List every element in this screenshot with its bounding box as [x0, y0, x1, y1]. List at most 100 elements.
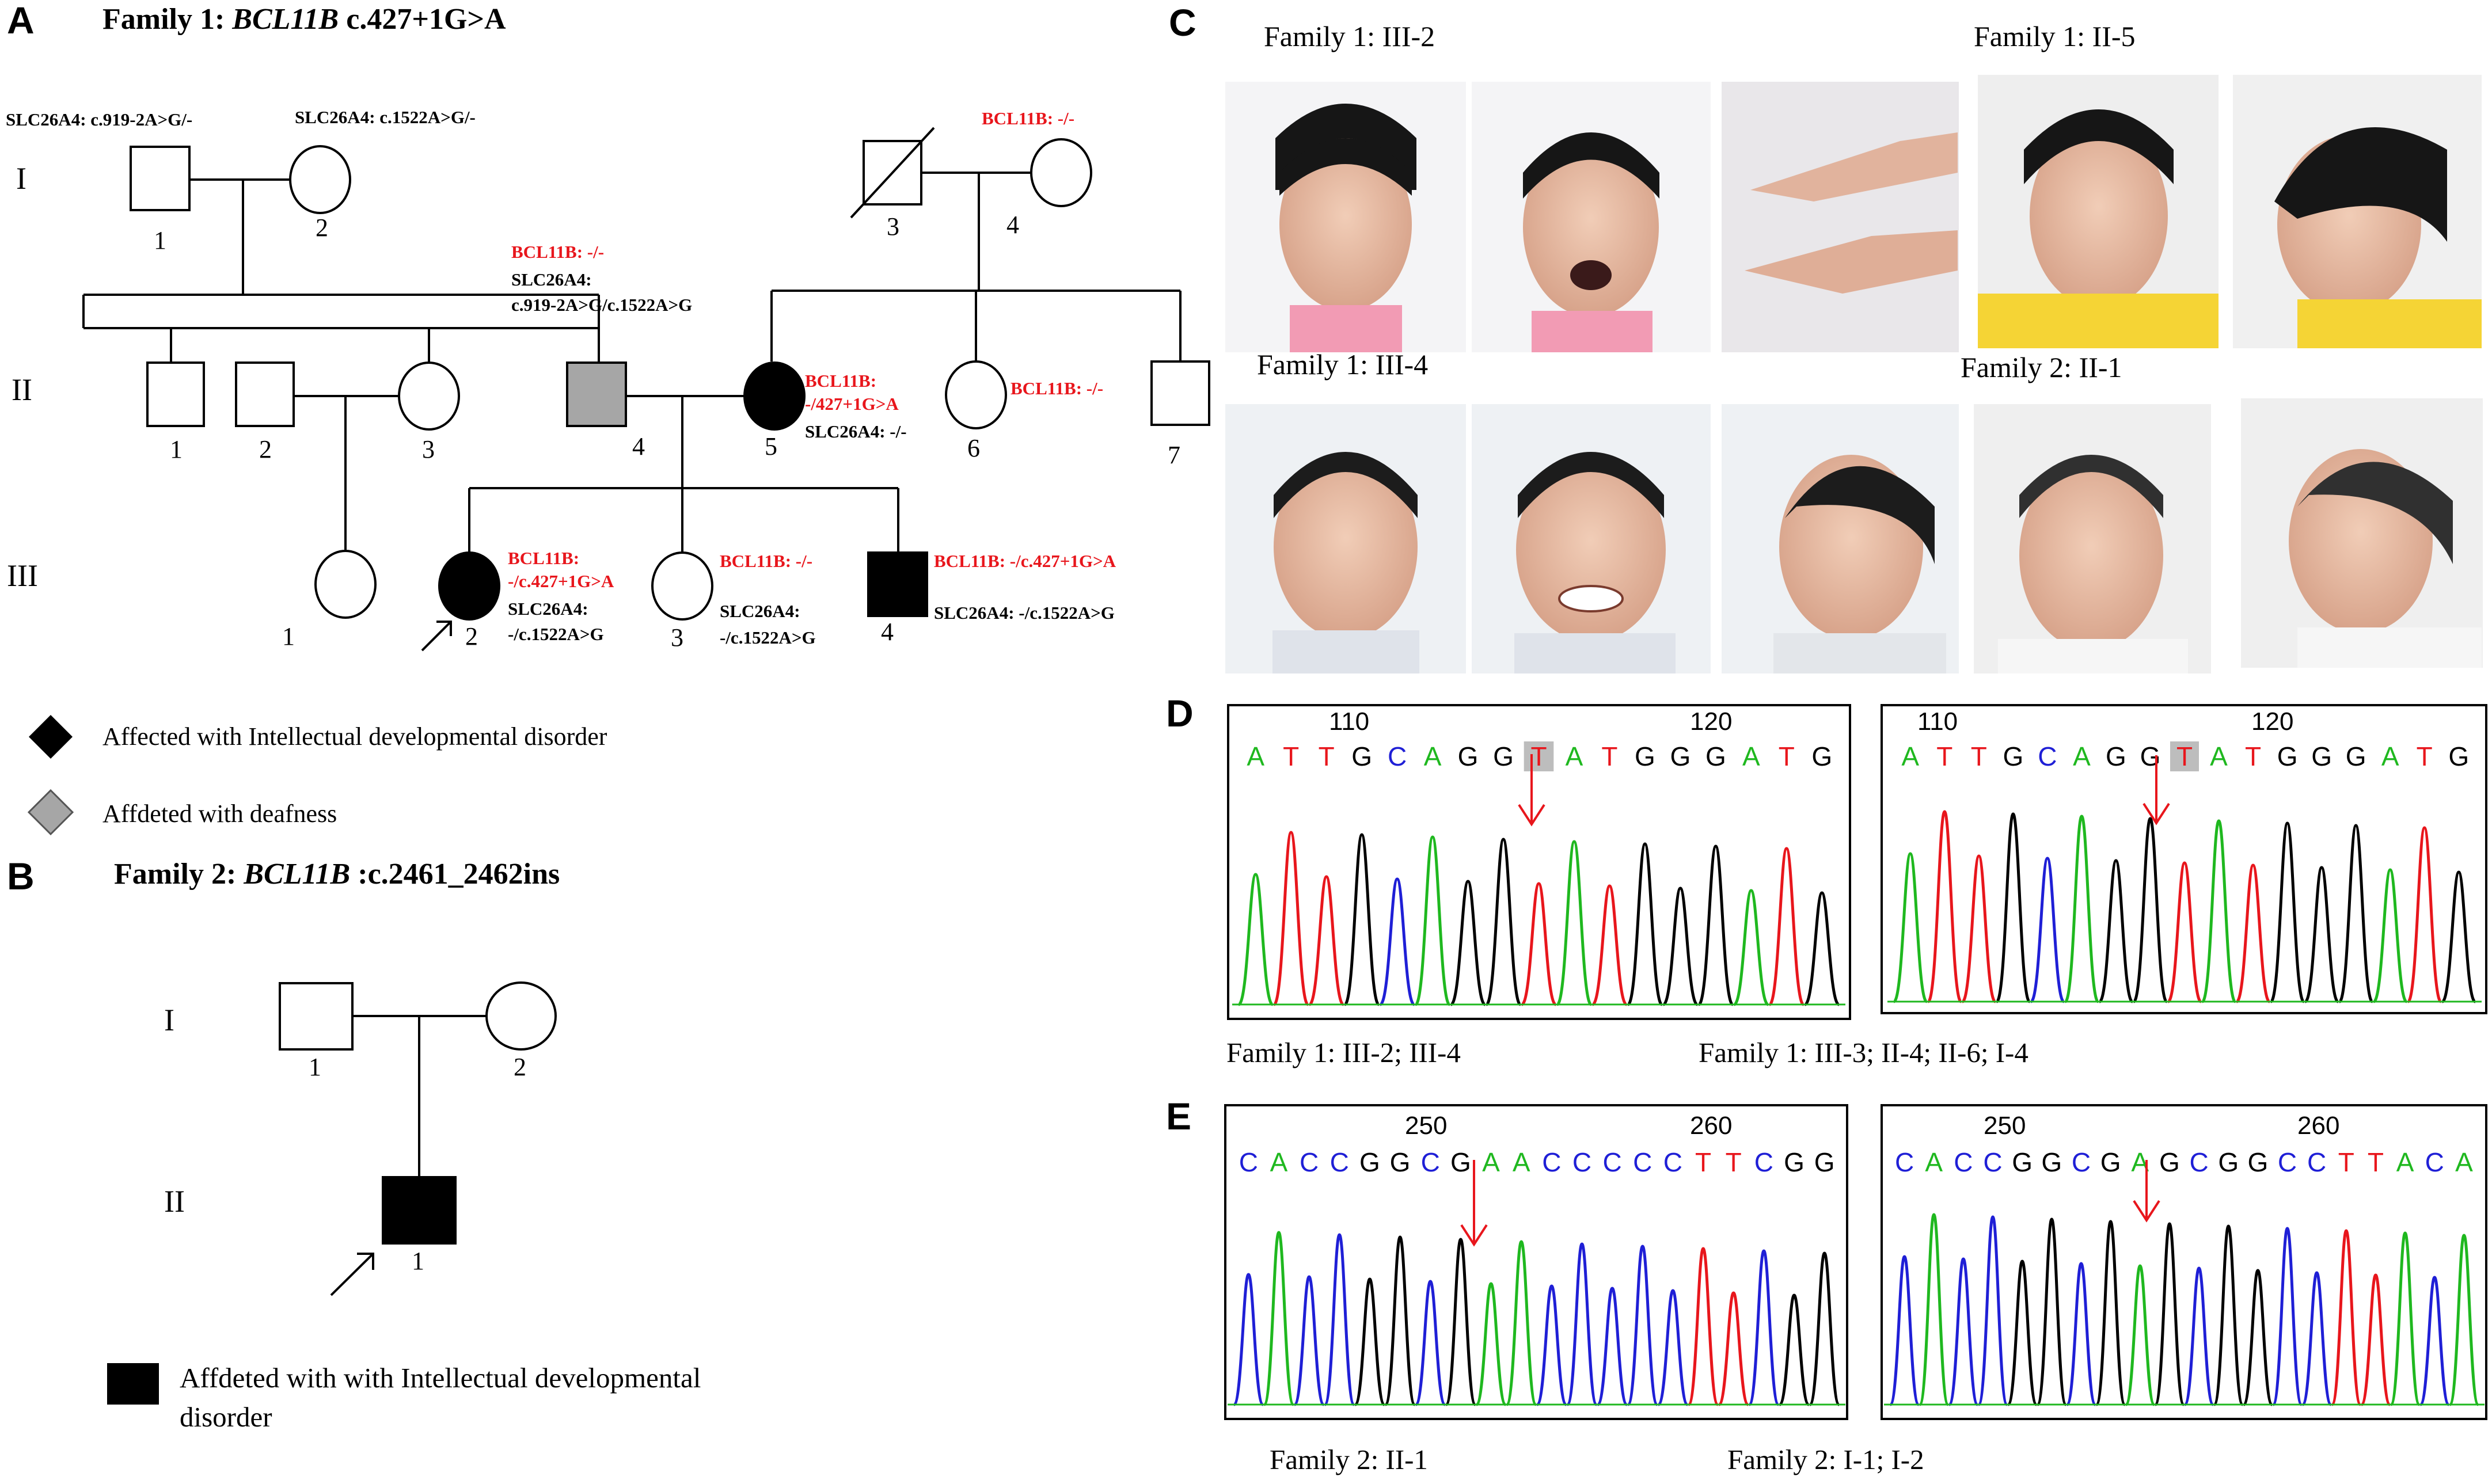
trace-peak [2330, 1229, 2362, 1406]
f1-I-2-female [289, 145, 351, 214]
trace-peak [2271, 1227, 2303, 1406]
trace-peak [1961, 854, 1997, 1003]
f2-legend-text-1: Affdeted with with Intellectual developm… [180, 1362, 701, 1394]
f1-III-2-bcl-value: -/c.427+1G>A [508, 571, 614, 591]
trace-peak [1697, 844, 1734, 1006]
base-letter: T [1530, 741, 1547, 771]
d-right-caption: Family 1: III-3; II-4; II-6; I-4 [1699, 1037, 2028, 1068]
base-letter: A [1270, 1147, 1288, 1177]
f1-II-7-number: 7 [1168, 441, 1180, 469]
f1-II-6-bcl: BCL11B: -/- [1011, 378, 1103, 398]
f1-III-3-bcl: BCL11B: -/- [720, 551, 812, 571]
proband-arrow [421, 621, 452, 652]
f1-III-2-slc-label: SLC26A4: [508, 599, 588, 619]
base-letter: T [2417, 741, 2433, 771]
trace-peak [2036, 1217, 2068, 1406]
trace-peak [1449, 880, 1487, 1006]
trace-peak [1977, 1215, 2009, 1406]
base-letter: G [2106, 741, 2126, 771]
f1-II-4-slc-value: c.919-2A>G/c.1522A>G [511, 295, 692, 315]
f1-II-6-female [945, 360, 1007, 429]
trace-peak [1354, 1277, 1386, 1406]
base-letter: C [2038, 741, 2057, 771]
base-letter: C [1895, 1147, 1914, 1177]
base-letter: A [1566, 741, 1583, 771]
base-letter: A [2210, 741, 2228, 771]
d-left-trace [1232, 831, 1845, 1006]
trace-peak [1889, 1255, 1920, 1406]
base-letter: T [1695, 1147, 1711, 1177]
family1-title: Family 1: BCL11B c.427+1G>A [102, 3, 506, 36]
trace-peak [1657, 1289, 1689, 1406]
trace-peak [1947, 1257, 1979, 1406]
base-letter: C [2425, 1147, 2444, 1177]
base-letter: G [2448, 741, 2469, 771]
trace-peak [1687, 1247, 1719, 1406]
base-letter: A [1247, 741, 1264, 771]
base-letter: G [1784, 1147, 1805, 1177]
photo-f1-III-2-hands [1722, 82, 1959, 352]
trace-peak [2242, 1269, 2274, 1406]
trace-peak [2419, 1276, 2451, 1406]
base-letter: A [1901, 741, 1919, 771]
f1-II-5-female-affected [743, 362, 806, 431]
trace-peak [2124, 1264, 2156, 1406]
f1-I-1-male [130, 146, 191, 211]
trace-peak [2235, 863, 2271, 1003]
f1-III-1-number: 1 [282, 622, 295, 650]
trace-peak [2213, 1224, 2244, 1406]
trace-peak [1927, 810, 1963, 1003]
f2-II-1-number: 1 [412, 1247, 424, 1275]
e-left-pos-260: 260 [1690, 1112, 1732, 1140]
d-left-pos-120: 120 [1690, 707, 1732, 736]
photo-label-f1-II-5: Family 1: II-5 [1974, 20, 2136, 52]
base-letter: G [2277, 741, 2298, 771]
base-letter: T [1936, 741, 1952, 771]
trace-peak [2301, 1271, 2333, 1406]
legend-id-text: Affected with Intellectual developmental… [102, 722, 607, 751]
f1-II-5-bcl-value: -/427+1G>A [805, 394, 899, 414]
f1-II-4-bcl: BCL11B: -/- [511, 242, 604, 262]
f1-III-2-number: 2 [465, 622, 478, 650]
trace-peak [2360, 1273, 2391, 1406]
base-letter: G [1705, 741, 1726, 771]
f2-II-1-male-affected-proband [382, 1176, 457, 1245]
f1-II-1-number: 1 [170, 435, 183, 463]
base-letter: C [1300, 1147, 1319, 1177]
trace-peak [1263, 1231, 1295, 1406]
base-letter: T [1971, 741, 1987, 771]
f1-II-3-number: 3 [422, 435, 435, 463]
f1-II-5-bcl-label: BCL11B: [805, 371, 876, 391]
f2-legend-square [107, 1363, 159, 1405]
base-letter: G [1811, 741, 1832, 771]
base-letter: C [1663, 1147, 1682, 1177]
f1-I-4-bcl: BCL11B: -/- [982, 108, 1074, 128]
trace-peak [1733, 889, 1770, 1006]
base-letter: C [1954, 1147, 1973, 1177]
legend-deaf-text: Affdeted with deafness [102, 800, 337, 828]
photo-row-1 [1225, 75, 2482, 352]
legend-deaf-diamond [27, 789, 74, 836]
trace-peak [1591, 884, 1628, 1006]
base-letter: G [1458, 741, 1479, 771]
trace-peak [2406, 826, 2442, 1003]
photo-label-f1-III-2: Family 1: III-2 [1264, 20, 1435, 52]
e-right-pos-260: 260 [2297, 1112, 2339, 1140]
e-left-caption: Family 2: II-1 [1270, 1444, 1428, 1475]
d-right-pos-110: 110 [1917, 707, 1958, 736]
base-letter: A [2396, 1147, 2414, 1177]
e-right-pos-250: 250 [1984, 1112, 2026, 1140]
base-letter: T [2245, 741, 2261, 771]
f1-III-3-female [651, 551, 713, 621]
base-letter: G [1359, 1147, 1380, 1177]
trace-peak [1717, 1291, 1750, 1406]
panel-label-d: D [1166, 692, 1194, 735]
panel-label-b: B [7, 855, 35, 897]
base-letter: A [1424, 741, 1442, 771]
trace-peak [1414, 835, 1452, 1006]
f2-I-1-male [279, 982, 354, 1051]
base-letter: T [2176, 741, 2193, 771]
